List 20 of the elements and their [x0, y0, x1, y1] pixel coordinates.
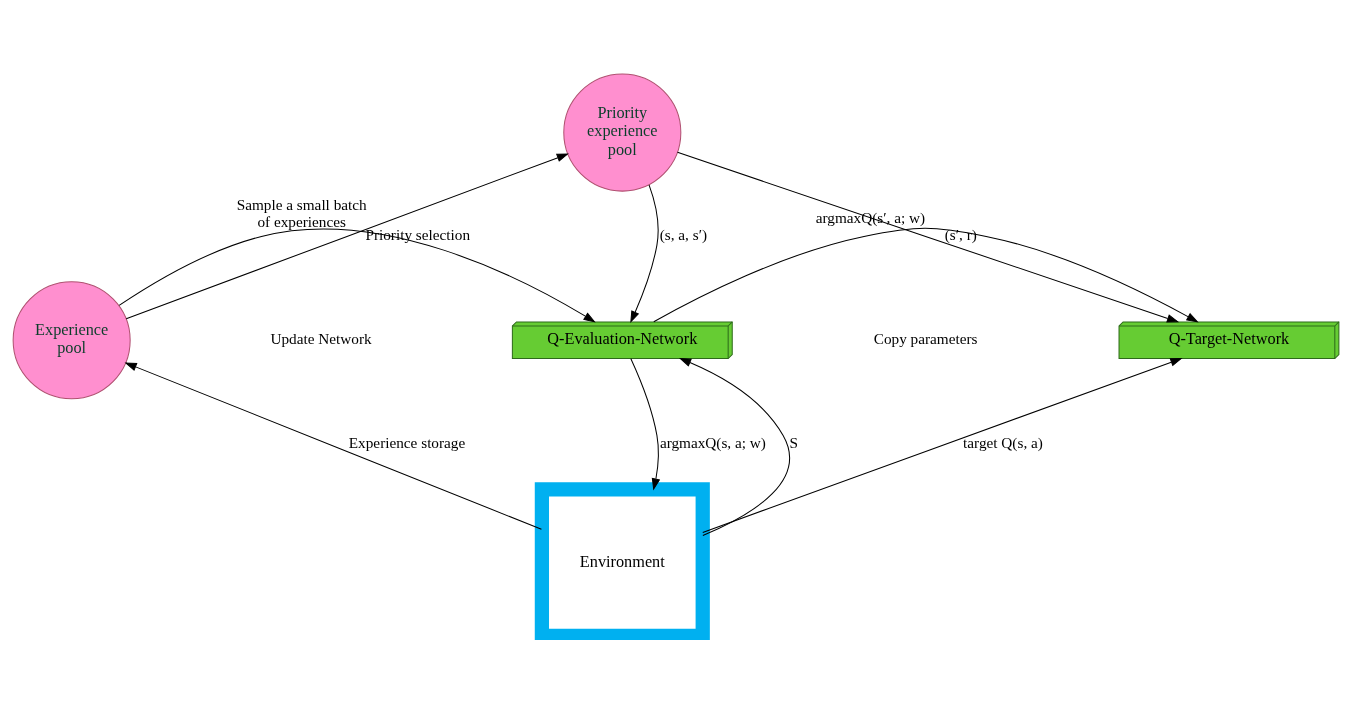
arrow	[677, 151, 1180, 322]
arrow	[124, 361, 542, 530]
node-box: Environment	[534, 481, 710, 640]
edge-label: (s, a, s′)	[659, 225, 708, 243]
arrow	[630, 357, 661, 491]
arrow	[702, 357, 1183, 533]
arrow	[678, 357, 791, 536]
arrow	[653, 227, 1199, 322]
node-circle: Experience pool	[12, 280, 131, 399]
arrow	[118, 228, 596, 323]
edge-label: argmaxQ(s, a; w)	[659, 433, 766, 451]
arrow	[630, 183, 659, 323]
label: Copy parameters	[873, 329, 978, 347]
edge-label: S	[789, 433, 799, 451]
edge-label: target Q(s, a)	[963, 433, 1043, 451]
label: Update Network	[270, 329, 372, 347]
arrow	[125, 153, 569, 319]
edge-label: Sample a small batch of experiences	[236, 195, 367, 230]
edge-label: Experience storage	[348, 433, 466, 451]
node-circle: Priority experience pool	[563, 73, 682, 192]
